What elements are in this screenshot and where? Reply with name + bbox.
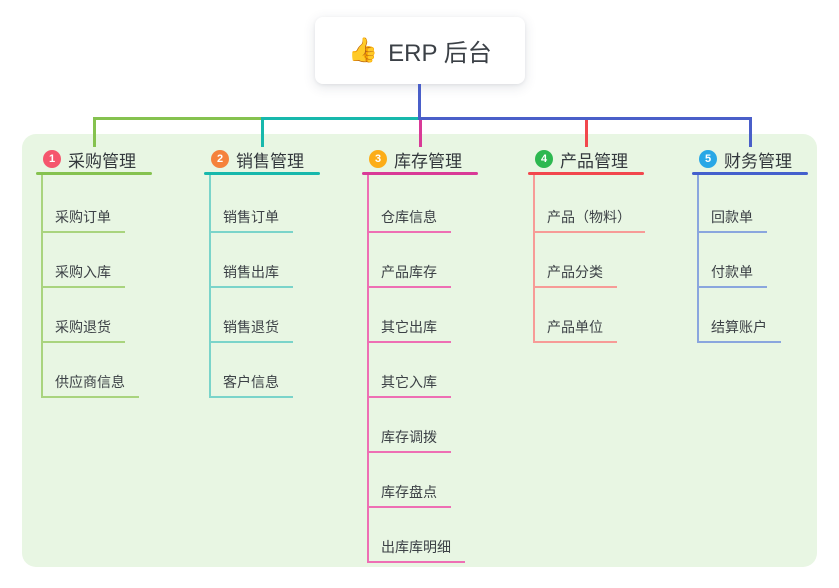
child-node[interactable]: 销售出库 (209, 256, 293, 288)
branch-children-line (697, 175, 699, 341)
branch-children-line (533, 175, 535, 341)
child-node[interactable]: 其它入库 (367, 366, 451, 398)
branch-children-line (41, 175, 43, 396)
child-node[interactable]: 产品单位 (533, 311, 617, 343)
branch-number-badge: 1 (43, 150, 61, 168)
branch-children-line (209, 175, 211, 396)
branch-children-line (367, 175, 369, 561)
child-node[interactable]: 销售订单 (209, 201, 293, 233)
connector-root-drop (418, 84, 421, 120)
connector-drop-branch1 (92, 117, 96, 147)
child-node[interactable]: 产品库存 (367, 256, 451, 288)
child-node[interactable]: 付款单 (697, 256, 767, 288)
branch-number-badge: 4 (535, 150, 553, 168)
branch-label: 采购管理 (68, 151, 136, 171)
branch-number-badge: 5 (699, 150, 717, 168)
branch-underline (528, 172, 644, 175)
branch-header-node[interactable]: 3 库存管理 (362, 147, 462, 171)
connector-drop-branch3 (418, 117, 422, 147)
child-node[interactable]: 产品分类 (533, 256, 617, 288)
branch-header-node[interactable]: 1 采购管理 (36, 147, 136, 171)
group-panel (22, 134, 817, 567)
branch-underline (692, 172, 808, 175)
root-title: ERP 后台 (388, 40, 492, 67)
child-node[interactable]: 产品（物料） (533, 201, 645, 233)
child-node[interactable]: 其它出库 (367, 311, 451, 343)
connector-horizontal-branch2 (262, 117, 419, 120)
child-node[interactable]: 仓库信息 (367, 201, 451, 233)
root-node[interactable]: 👍 ERP 后台 (315, 17, 525, 84)
child-node[interactable]: 库存调拨 (367, 421, 451, 453)
branch-header-node[interactable]: 2 销售管理 (204, 147, 304, 171)
child-node[interactable]: 供应商信息 (41, 366, 139, 398)
branch-label: 销售管理 (236, 151, 304, 171)
branch-header-node[interactable]: 4 产品管理 (528, 147, 628, 171)
child-node[interactable]: 客户信息 (209, 366, 293, 398)
connector-drop-branch4 (584, 120, 588, 147)
branch-label: 财务管理 (724, 151, 792, 171)
child-node[interactable]: 回款单 (697, 201, 767, 233)
connector-drop-branch5 (748, 120, 752, 147)
branch-header-node[interactable]: 5 财务管理 (692, 147, 792, 171)
branch-underline (36, 172, 152, 175)
branch-underline (362, 172, 478, 175)
child-node[interactable]: 出库库明细 (367, 531, 465, 563)
branch-label: 产品管理 (560, 151, 628, 171)
branch-underline (204, 172, 320, 175)
connector-drop-branch2 (260, 117, 264, 147)
connector-horizontal-branch5 (419, 117, 752, 120)
child-node[interactable]: 采购入库 (41, 256, 125, 288)
child-node[interactable]: 结算账户 (697, 311, 781, 343)
child-node[interactable]: 采购退货 (41, 311, 125, 343)
child-node[interactable]: 采购订单 (41, 201, 125, 233)
connector-horizontal-branch1 (94, 117, 262, 120)
branch-number-badge: 3 (369, 150, 387, 168)
child-node[interactable]: 库存盘点 (367, 476, 451, 508)
child-node[interactable]: 销售退货 (209, 311, 293, 343)
branch-number-badge: 2 (211, 150, 229, 168)
branch-label: 库存管理 (394, 151, 462, 171)
thumbs-up-icon: 👍 (348, 36, 379, 64)
